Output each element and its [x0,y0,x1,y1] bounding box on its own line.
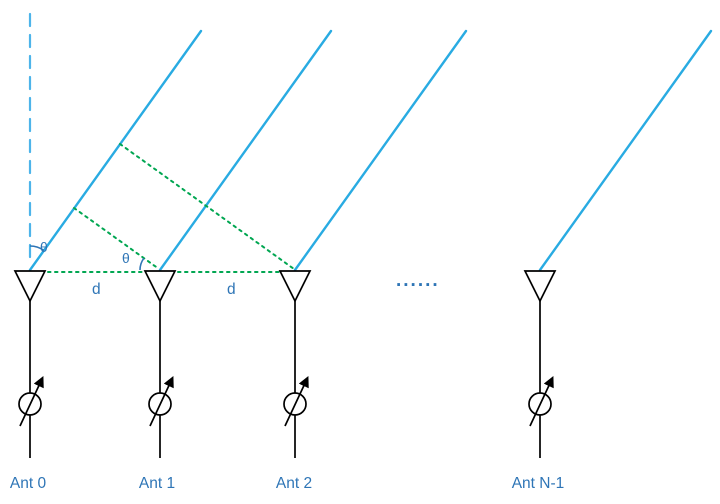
theta-label-0: θ [40,239,48,255]
antenna-triangle-icon [523,270,557,303]
phase-shifter-arrow-icon [19,375,44,427]
antenna-label-1: Ant 1 [139,475,175,492]
spacing-label-d2: d [227,281,236,298]
antenna-label-n1: Ant N-1 [512,475,565,492]
incident-ray-1 [158,29,333,272]
antenna-element-n1 [523,270,557,458]
antenna-element-2 [278,270,312,458]
antenna-element-1 [143,270,177,458]
spacing-label-d1: d [92,281,101,298]
antenna-label-2: Ant 2 [276,475,312,492]
wavefront-line-to-ant2 [119,143,295,270]
phase-shifter-arrow-icon [149,375,174,427]
antenna-triangle-icon [278,270,312,303]
incident-ray-2 [293,29,468,272]
incident-rays [28,29,713,272]
antenna-element-0 [13,270,47,458]
theta-label-1: θ [122,250,130,266]
ellipsis-dots: ...... [396,270,440,291]
theta-arc-ant0 [29,245,45,252]
antenna-triangle-icon [143,270,177,303]
theta-arc-ant1 [139,257,145,271]
antenna-triangle-icon [13,270,47,303]
incident-ray-3 [538,29,713,272]
incident-ray-0 [28,29,203,272]
wavefront-line-to-ant1 [73,207,160,270]
phase-shifter-arrow-icon [529,375,554,427]
phase-shifter-arrow-icon [284,375,309,427]
antenna-label-0: Ant 0 [10,475,47,492]
wavefront-lines [73,143,295,270]
